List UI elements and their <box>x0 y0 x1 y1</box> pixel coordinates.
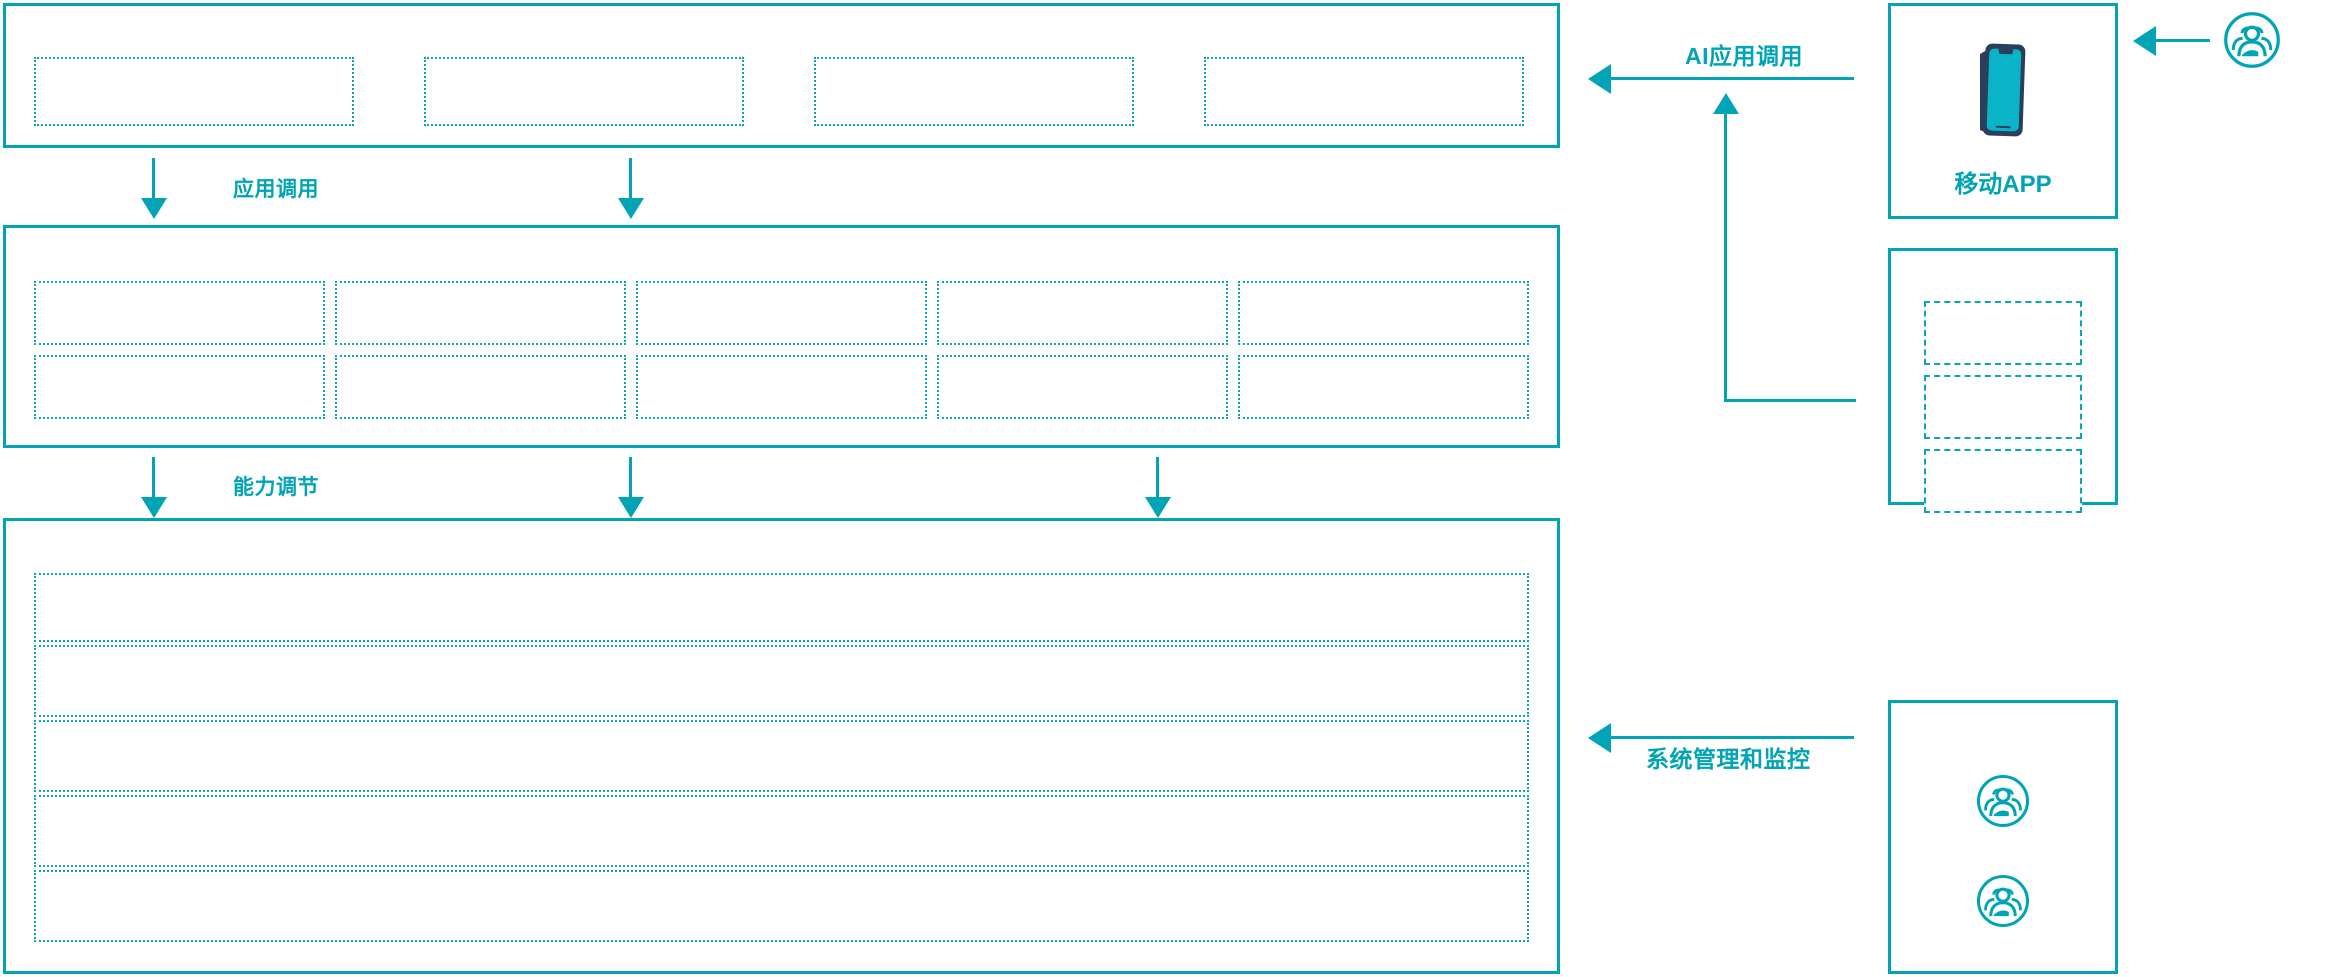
capability-slot-r1c1[interactable] <box>34 281 325 345</box>
smartphone-icon <box>1972 38 2034 142</box>
capability-slot-r1c5[interactable] <box>1238 281 1529 345</box>
management-panel <box>1888 700 2118 974</box>
channel-uplink-arrowhead <box>1713 93 1739 114</box>
application-slot-1[interactable] <box>34 57 354 126</box>
application-slot-3[interactable] <box>814 57 1134 126</box>
ai-application-call-arrowhead <box>1588 64 1611 94</box>
application-slot-2[interactable] <box>424 57 744 126</box>
capability-slot-r1c4[interactable] <box>937 281 1228 345</box>
infrastructure-row-2[interactable] <box>34 645 1529 717</box>
channel-uplink-vline <box>1724 112 1727 402</box>
user-group-icon-external <box>2222 10 2282 70</box>
infrastructure-row-1[interactable] <box>34 573 1529 642</box>
capability-adjust-line-1 <box>152 457 155 499</box>
system-management-label: 系统管理和监控 <box>1646 746 1811 772</box>
channel-slot-3[interactable] <box>1924 449 2082 513</box>
capability-slot-r2c4[interactable] <box>937 355 1228 419</box>
application-call-arrow-left <box>141 198 167 219</box>
capability-adjust-arrow-1 <box>141 497 167 518</box>
user-group-icon-admin-2 <box>1975 873 2031 929</box>
channel-uplink-hline <box>1724 399 1856 402</box>
capability-slot-r2c5[interactable] <box>1238 355 1529 419</box>
channel-slot-1[interactable] <box>1924 301 2082 365</box>
application-call-line-right <box>629 158 632 200</box>
application-call-label: 应用调用 <box>233 178 319 201</box>
mobile-app-caption: 移动APP <box>1954 171 2052 198</box>
capability-adjust-line-2 <box>629 457 632 499</box>
infrastructure-row-5[interactable] <box>34 870 1529 942</box>
infrastructure-row-4[interactable] <box>34 795 1529 867</box>
external-user-line <box>2154 39 2210 42</box>
capability-slot-r1c2[interactable] <box>335 281 626 345</box>
user-group-icon-admin-1 <box>1975 773 2031 829</box>
infrastructure-row-3[interactable] <box>34 720 1529 792</box>
capability-adjust-line-3 <box>1156 457 1159 499</box>
capability-adjust-label: 能力调节 <box>233 476 319 499</box>
capability-slot-r1c3[interactable] <box>636 281 927 345</box>
external-user-arrowhead <box>2133 26 2156 56</box>
ai-application-call-line <box>1609 77 1854 80</box>
system-management-line <box>1609 736 1854 739</box>
capability-slot-r2c3[interactable] <box>636 355 927 419</box>
system-management-arrowhead <box>1588 723 1611 753</box>
capability-slot-r2c1[interactable] <box>34 355 325 419</box>
capability-adjust-arrow-2 <box>618 497 644 518</box>
application-call-line-left <box>152 158 155 200</box>
application-slot-4[interactable] <box>1204 57 1524 126</box>
channel-slot-2[interactable] <box>1924 375 2082 439</box>
capability-adjust-arrow-3 <box>1145 497 1171 518</box>
ai-application-call-label: AI应用调用 <box>1685 43 1803 69</box>
application-call-arrow-right <box>618 198 644 219</box>
capability-slot-r2c2[interactable] <box>335 355 626 419</box>
